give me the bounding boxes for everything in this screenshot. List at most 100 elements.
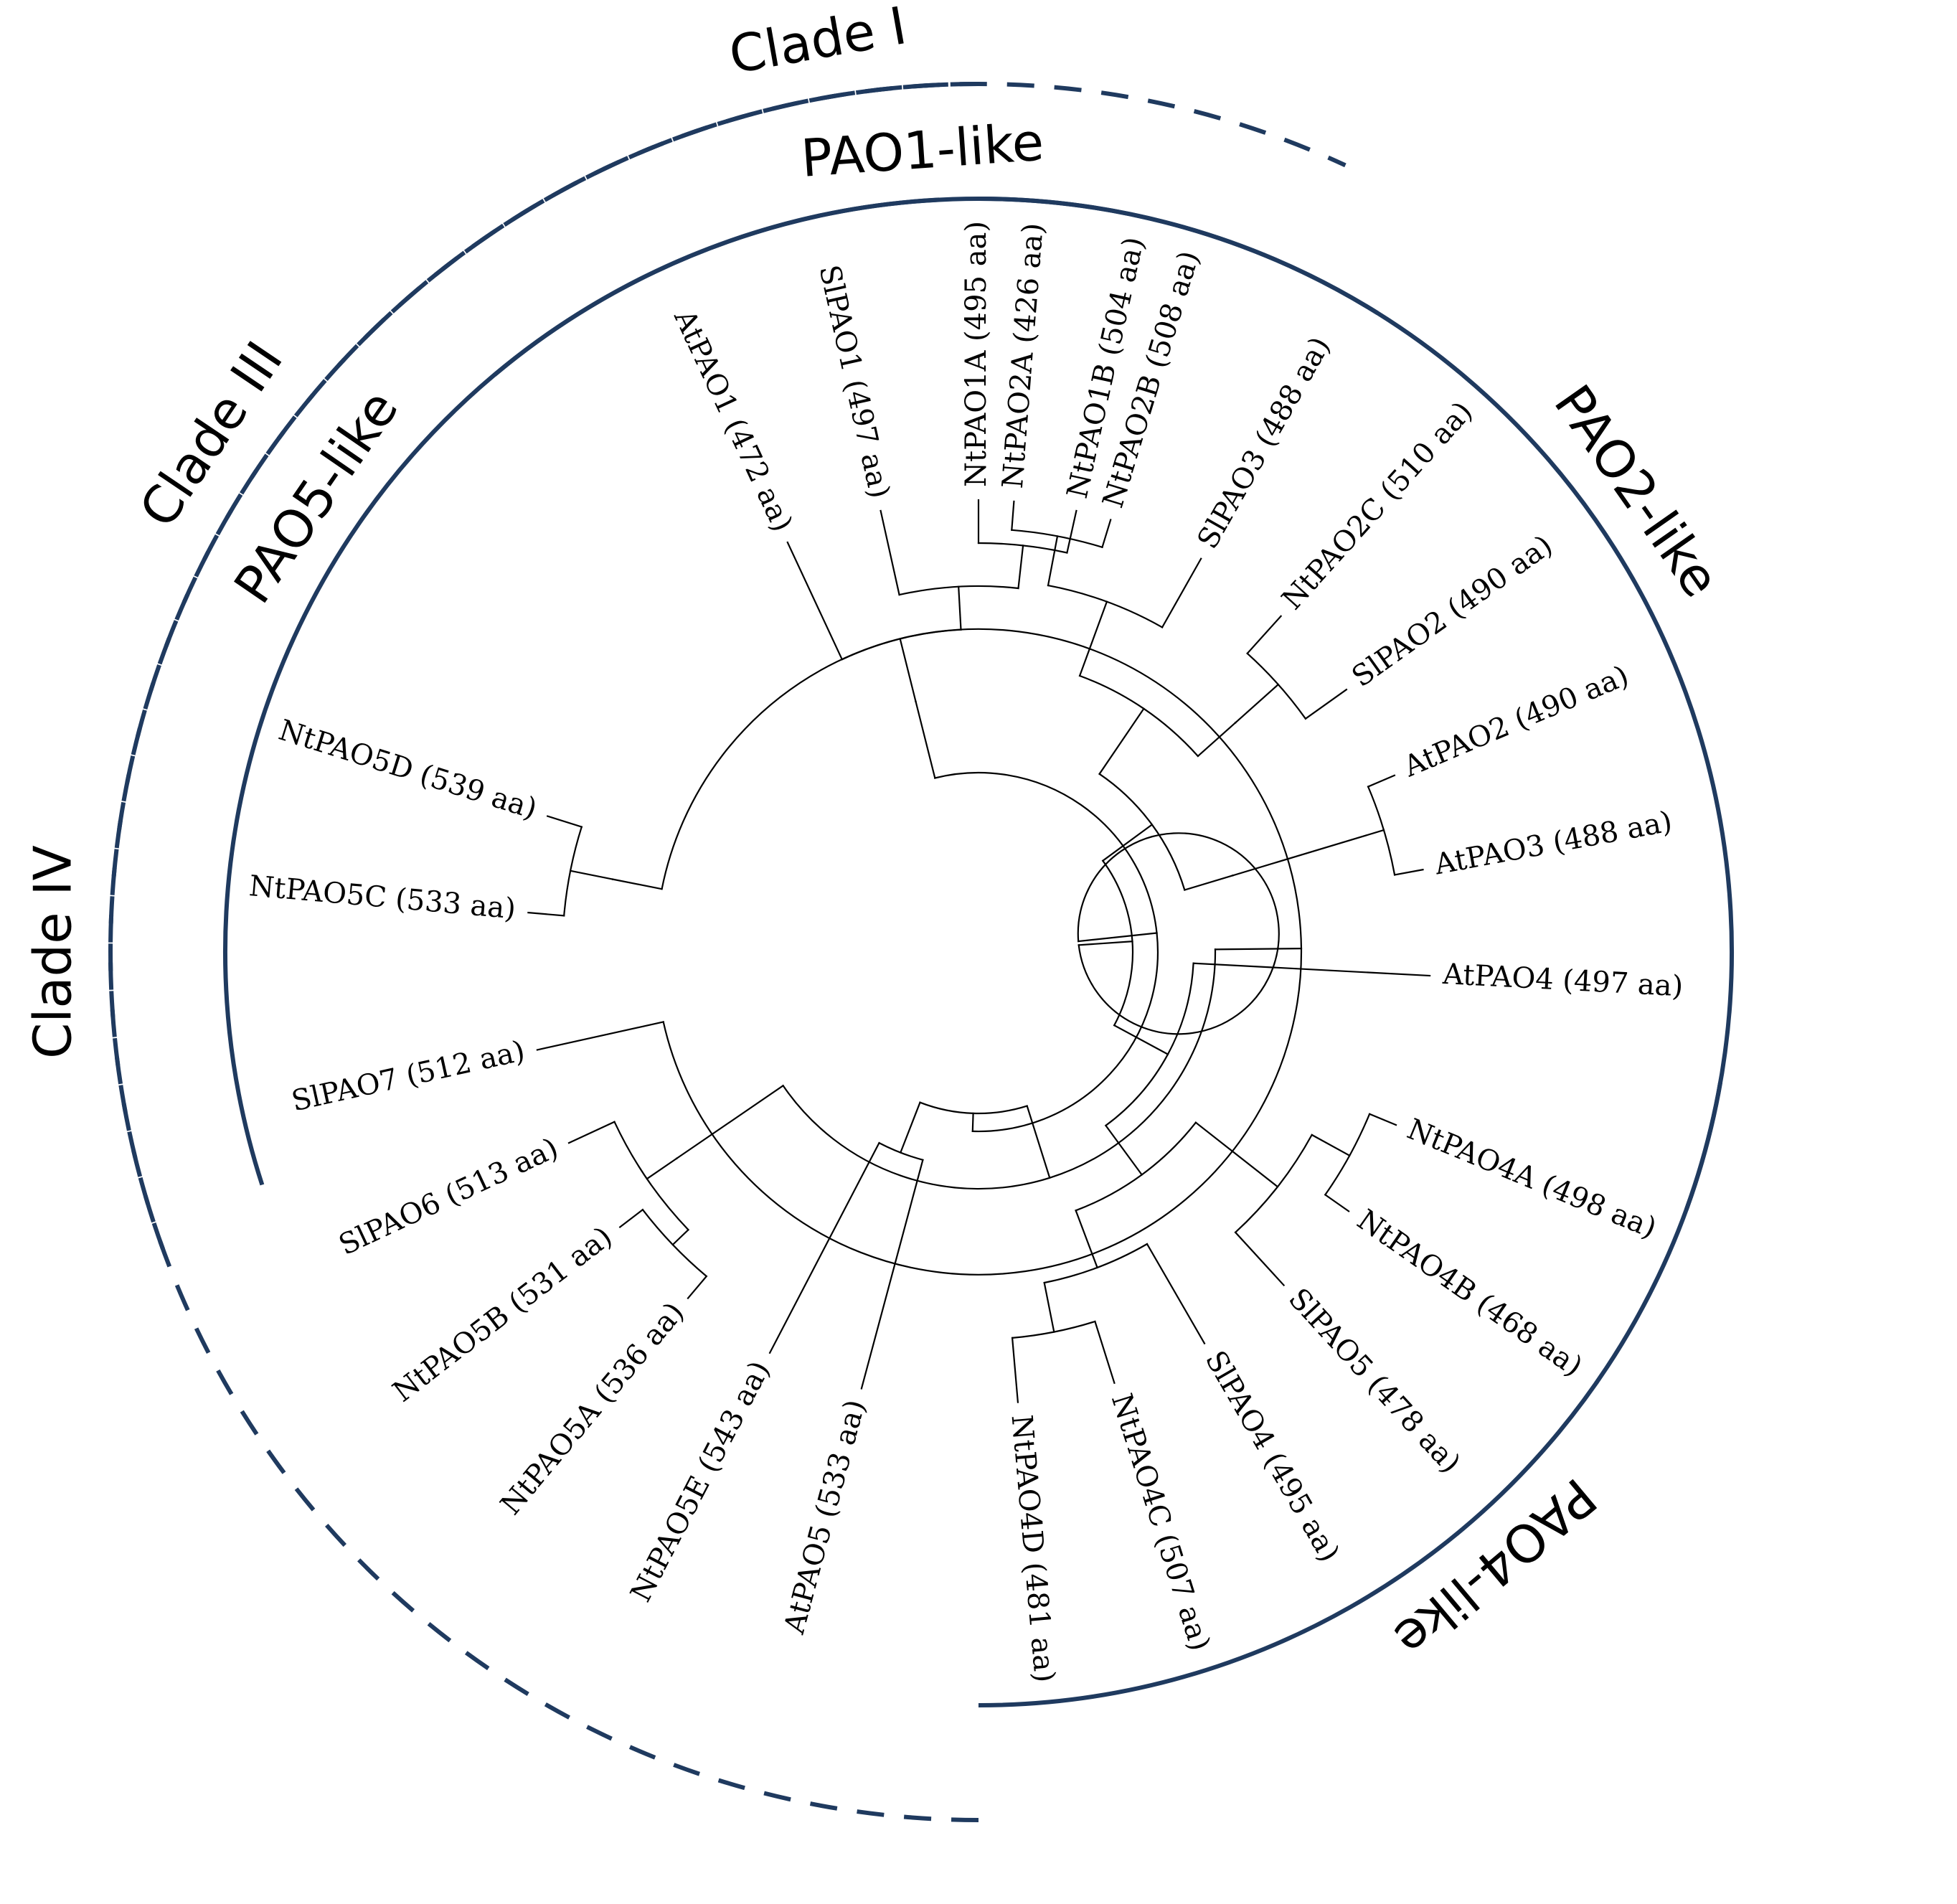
node-arc (1324, 1113, 1371, 1196)
internal-branch (1098, 707, 1145, 776)
internal-branch (958, 585, 962, 631)
leaf-label: NtPAO5D (539 aa) (275, 714, 541, 826)
internal-branch (1311, 1134, 1351, 1157)
internal-branch (1075, 1209, 1099, 1269)
leaf-label: AtPAO1 (472 aa) (667, 304, 799, 537)
tip-branch (1393, 868, 1424, 876)
tip-branch (1094, 1320, 1116, 1385)
internal-branch (915, 700, 936, 779)
internal-branch (1101, 823, 1154, 862)
leaf-label: NtPAO4A (498 aa) (1402, 1113, 1661, 1245)
leaf-labels: NtPAO1B (504 aa)NtPAO1A (495 aa)SlPAO1 (… (247, 221, 1684, 1684)
node-arc (1075, 1121, 1197, 1212)
node-arc (563, 826, 583, 917)
tip-branch (1161, 557, 1202, 628)
leaf-label: NtPAO4B (468 aa) (1351, 1203, 1588, 1383)
internal-branch (1017, 545, 1024, 590)
group-labels: PAO1-likePAO5-likePAO4-likePAO2-likeClad… (23, 0, 1732, 1669)
tip-branch (786, 541, 844, 661)
node-arc (898, 585, 1019, 596)
tip-branch (1066, 509, 1077, 554)
internal-branch (646, 1157, 678, 1180)
tip-branch (1234, 1231, 1286, 1287)
leaf-label: NtPAO4C (507 aa) (1105, 1390, 1217, 1654)
clade-arc (363, 82, 1347, 340)
clade-arc (108, 82, 979, 1822)
internal-branch (569, 869, 614, 880)
clade-label: Clade III (128, 331, 294, 537)
subfamily-arc (978, 1082, 1722, 1707)
leaf-label: AtPAO4 (497 aa) (1441, 958, 1684, 1004)
node-arc (919, 1101, 1029, 1115)
internal-branch (1234, 683, 1280, 724)
internal-branch (675, 1084, 785, 1160)
internal-branch (611, 878, 663, 890)
internal-branch (1183, 875, 1234, 891)
internal-branch (1078, 600, 1108, 677)
node-arc (661, 628, 1303, 1276)
leaf-label: NtPAO5A (536 aa) (494, 1296, 691, 1522)
subfamily-arc (223, 197, 940, 1186)
tip-branch (1011, 500, 1015, 531)
node-arc (613, 1121, 690, 1231)
internal-branch (1197, 721, 1237, 758)
node-arc (933, 771, 1159, 1133)
tip-branch (687, 1275, 708, 1300)
leaf-label: SlPAO3 (488 aa) (1191, 331, 1336, 555)
internal-branch (1077, 932, 1158, 943)
subfamily-label: PAO4-like (1382, 1466, 1607, 1669)
tip-branch (1146, 1243, 1206, 1345)
internal-branch (1043, 1281, 1055, 1333)
node-arc (1367, 786, 1396, 876)
internal-branch (1194, 1121, 1279, 1188)
tip-branch (1324, 1193, 1350, 1212)
leaf-label: SlPAO6 (513 aa) (334, 1131, 563, 1262)
tip-branch (860, 1159, 924, 1390)
tip-branch (618, 1208, 644, 1229)
tip-branch (880, 509, 900, 596)
leaf-label: NtPAO5B (531 aa) (387, 1220, 618, 1409)
node-arc (1043, 1243, 1149, 1284)
leaf-label: SlPAO4 (495 aa) (1199, 1345, 1346, 1568)
leaf-label: AtPAO5 (533 aa) (778, 1396, 872, 1638)
node-arc (1246, 652, 1307, 720)
internal-branch (1104, 1124, 1143, 1177)
leaf-label: SlPAO1 (497 aa) (812, 262, 896, 501)
leaf-label: SlPAO5 (478 aa) (1282, 1282, 1467, 1479)
tip-branch (536, 1021, 665, 1051)
leaf-label: NtPAO5C (533 aa) (247, 869, 517, 925)
leaf-label: SlPAO2 (490 aa) (1346, 529, 1558, 694)
subfamily-label: PAO1-like (799, 112, 1046, 189)
node-arc (782, 948, 1217, 1190)
leaf-label: NtPAO5E (543 aa) (624, 1356, 776, 1608)
tree-branches (527, 499, 1431, 1403)
root-arc (1077, 832, 1280, 1035)
node-arc (1098, 773, 1186, 891)
tip-branch (1367, 774, 1396, 788)
internal-branch (671, 1228, 690, 1246)
node-arc (878, 1141, 924, 1161)
subfamily-arcs (108, 82, 1734, 1822)
tip-branch (546, 815, 583, 828)
internal-branch (1047, 535, 1059, 587)
node-arc (1047, 584, 1164, 628)
internal-branch (1113, 1024, 1169, 1056)
subfamily-arc (978, 197, 1734, 1211)
leaf-label: NtPAO1A (495 aa) (960, 221, 993, 487)
node-arc (1011, 529, 1103, 549)
internal-branch (1026, 1105, 1051, 1179)
leaf-label: AtPAO2 (490 aa) (1398, 659, 1633, 784)
node-arc (1104, 962, 1194, 1127)
leaf-label: NtPAO2A (426 aa) (996, 222, 1050, 489)
node-arc (1101, 859, 1134, 1027)
node-arc (1078, 674, 1199, 758)
clade-label: Clade IV (23, 845, 83, 1059)
tip-branch (1192, 962, 1431, 977)
tip-branch (1011, 1337, 1019, 1403)
internal-branch (1214, 947, 1303, 951)
leaf-label: NtPAO2C (510 aa) (1275, 395, 1479, 616)
leaf-label: AtPAO3 (488 aa) (1431, 805, 1674, 882)
tip-branch (527, 911, 565, 917)
node-arc (1011, 1320, 1096, 1339)
internal-branch (899, 638, 917, 703)
